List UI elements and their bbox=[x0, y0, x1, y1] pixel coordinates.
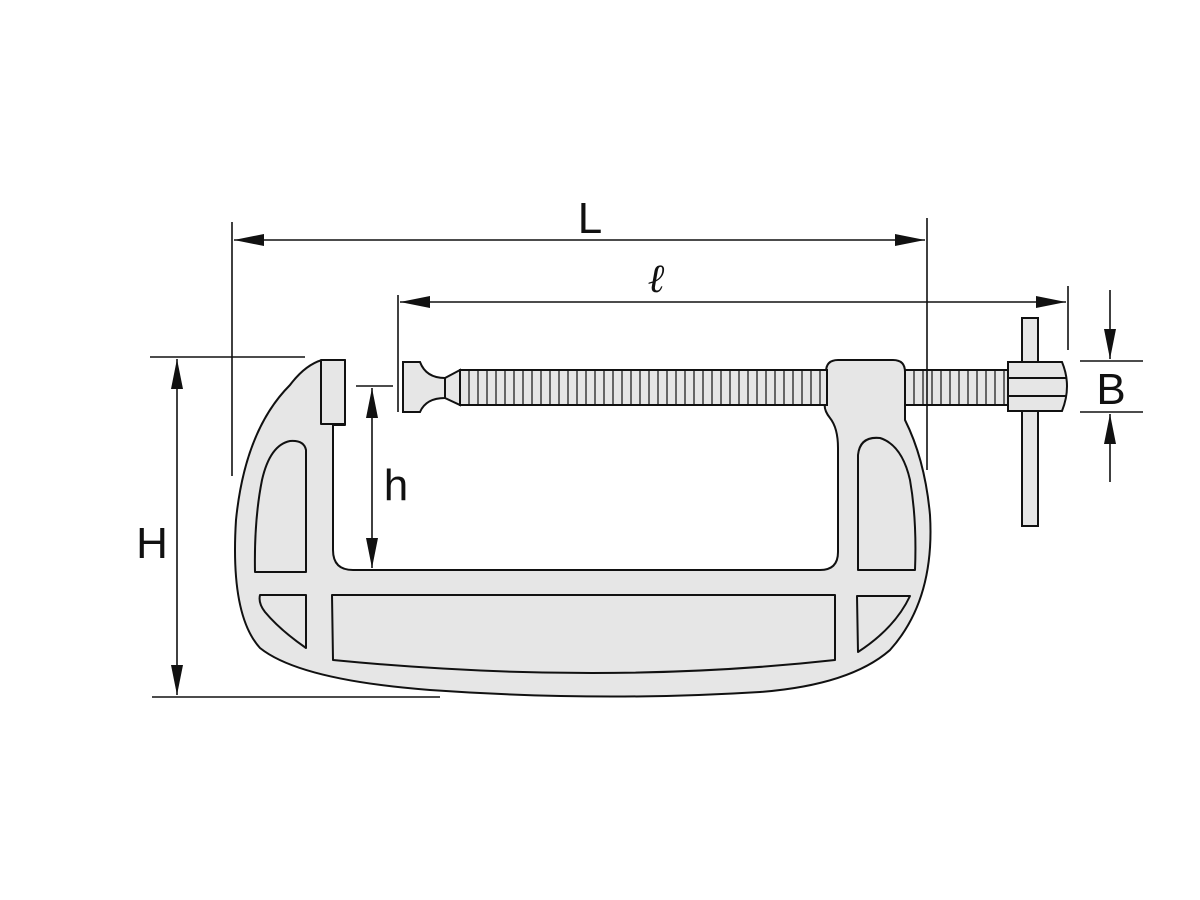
thread-lines-right bbox=[913, 370, 1005, 405]
screw-assembly bbox=[402, 317, 1068, 527]
left-upper-window bbox=[253, 439, 307, 573]
t-handle-bar bbox=[1021, 317, 1039, 527]
clamp-frame bbox=[234, 359, 932, 698]
label-B: B bbox=[1096, 365, 1125, 414]
dimension-lines bbox=[150, 218, 1143, 698]
right-lower-window bbox=[856, 595, 911, 653]
swivel-neck bbox=[444, 368, 461, 407]
bottom-window bbox=[331, 594, 836, 674]
right-upper-window bbox=[857, 436, 917, 571]
screw-thread-right bbox=[904, 369, 1011, 406]
handle-hub bbox=[1007, 361, 1068, 412]
label-h: h bbox=[384, 461, 408, 510]
fixed-jaw-pad bbox=[320, 359, 346, 425]
label-L: L bbox=[578, 194, 602, 243]
swivel-pad bbox=[402, 361, 446, 413]
label-H: H bbox=[136, 519, 168, 568]
screw-thread-left bbox=[459, 369, 828, 406]
left-lower-window bbox=[258, 594, 307, 649]
thread-lines-left bbox=[468, 370, 821, 405]
label-l: ℓ bbox=[648, 256, 665, 302]
